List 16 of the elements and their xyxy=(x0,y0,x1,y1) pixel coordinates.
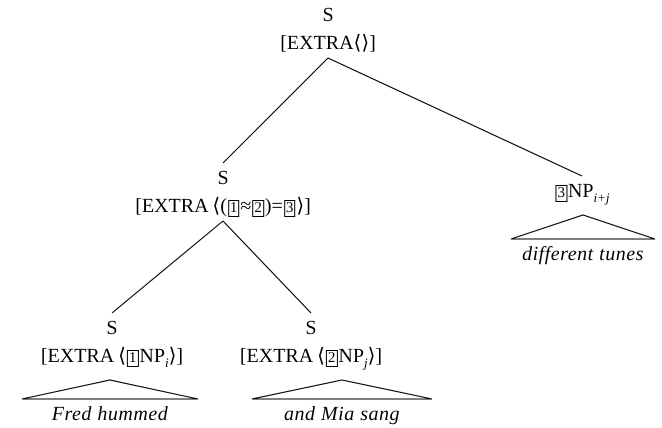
tree-branch xyxy=(328,58,582,176)
tree-branch xyxy=(222,220,312,314)
category-label: S xyxy=(106,316,118,341)
leaf-words: different tunes xyxy=(522,242,644,267)
feature-structure: [EXTRA⟨⟩] xyxy=(280,31,376,56)
tree-branch xyxy=(112,220,224,314)
category-label: S xyxy=(322,3,334,28)
triangle-branch xyxy=(251,379,433,400)
leaf-words: Fred hummed xyxy=(52,402,168,427)
tree-branch xyxy=(222,58,328,164)
category-label: S xyxy=(305,316,317,341)
triangle-branch xyxy=(21,379,199,400)
leaf-words: and Mia sang xyxy=(284,402,400,427)
category-label: S xyxy=(217,166,229,191)
feature-structure: [EXTRA ⟨(1≈2)=3⟩] xyxy=(135,194,311,219)
triangle-branch xyxy=(510,214,656,240)
